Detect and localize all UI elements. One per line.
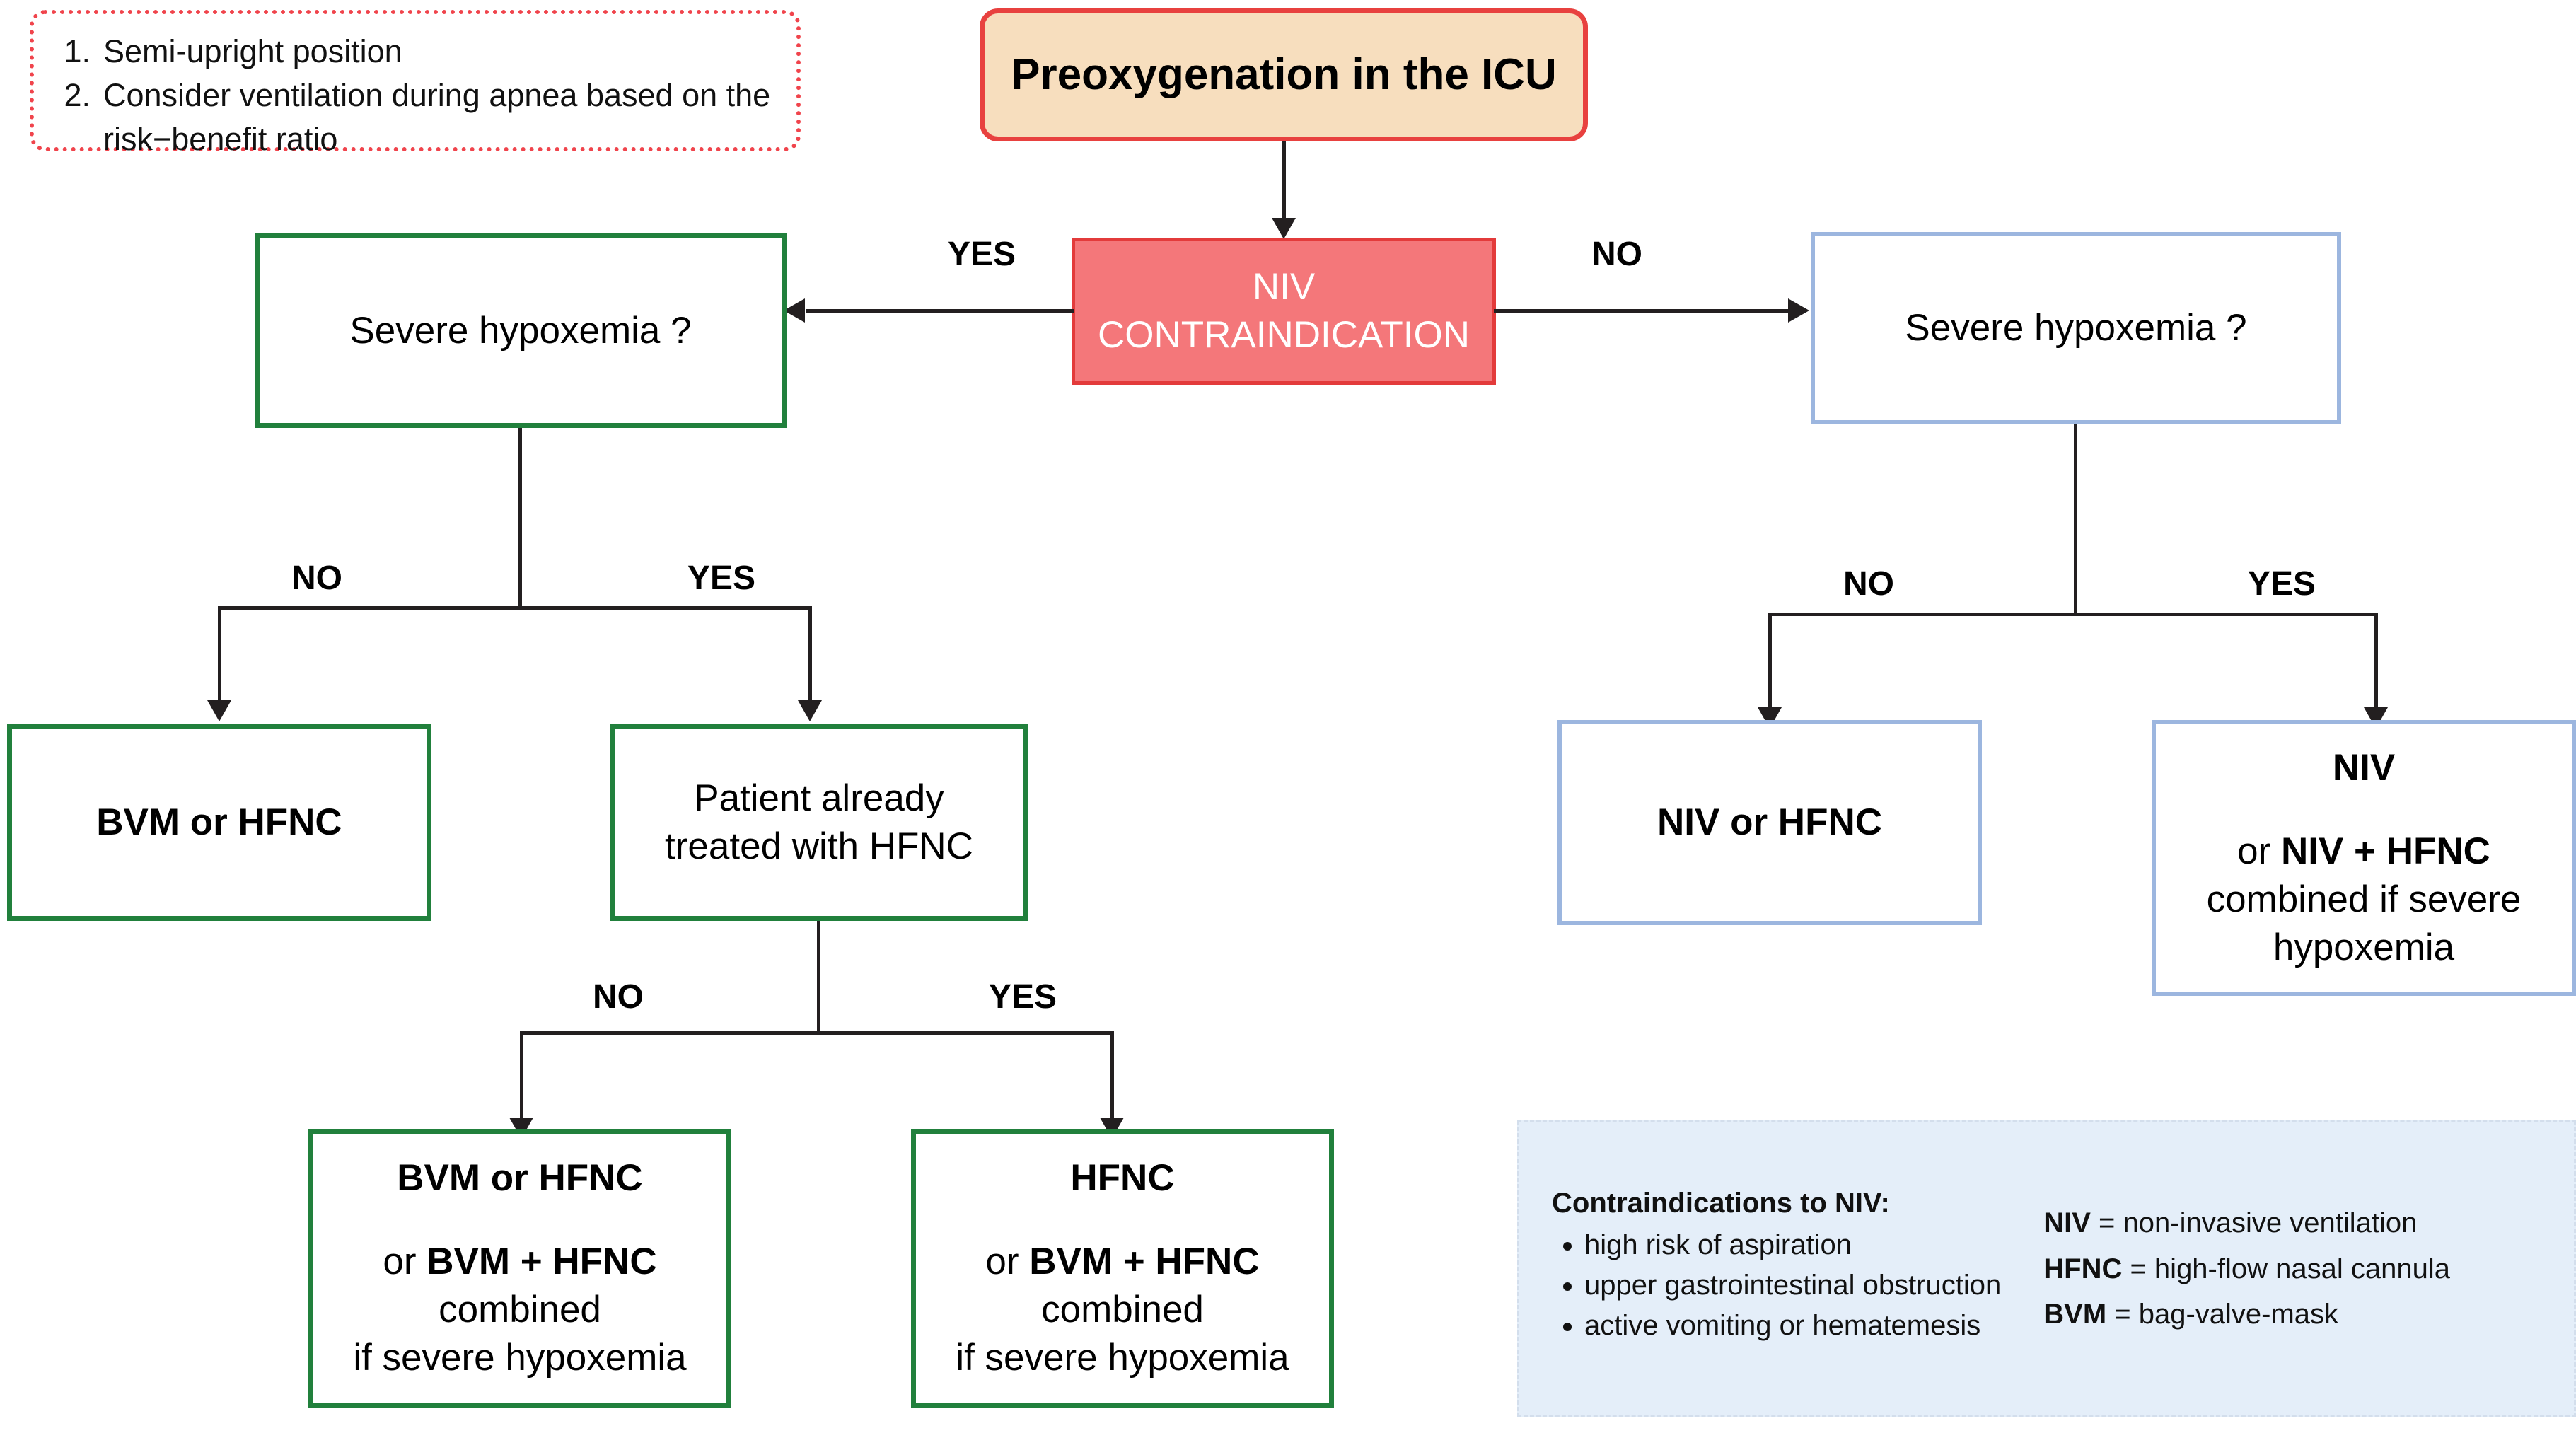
legend-box: Contraindications to NIV: high risk of a… — [1517, 1120, 2576, 1417]
edge-label-mid-yes: YES — [989, 978, 1057, 1016]
outcome-hfnc-combined: HFNC or BVM + HFNC combined if severe hy… — [911, 1129, 1334, 1408]
outcome-heading: HFNC — [1070, 1157, 1175, 1200]
abbreviation-key: NIV — [2043, 1207, 2091, 1238]
decision-severe-hypoxemia-right: Severe hypoxemia ? — [1811, 232, 2341, 424]
connector-left-yes-drop — [808, 606, 812, 705]
connector-title-to-niv — [1282, 141, 1286, 223]
patient-already-line-2: treated with HFNC — [665, 825, 973, 867]
outcome-or-line: or BVM + HFNC — [353, 1238, 686, 1286]
outcome-line-3: combined — [439, 1289, 601, 1331]
list-item: 1. Semi-upright position — [58, 30, 772, 74]
connector-left-no-drop — [218, 606, 221, 705]
list-item: active vomiting or hematemesis — [1584, 1310, 2001, 1342]
outcome-line-4: if severe hypoxemia — [956, 1337, 1289, 1379]
note-list: 1. Semi-upright position 2. Consider ven… — [58, 30, 772, 161]
edge-label-top-no: NO — [1591, 236, 1642, 273]
legend-abbreviations: NIV = non-invasive ventilation HFNC = hi… — [2043, 1200, 2450, 1338]
legend-contraindications: Contraindications to NIV: high risk of a… — [1552, 1188, 2001, 1350]
severe-hypoxemia-right-label: Severe hypoxemia ? — [1905, 307, 2247, 349]
connector-right-yes-drop — [2374, 613, 2378, 713]
list-item: upper gastrointestinal obstruction — [1584, 1270, 2001, 1301]
outcome-heading: NIV — [2332, 747, 2396, 789]
connector-niv-to-left — [806, 309, 1074, 313]
outcome-bvm-or-hfnc: BVM or HFNC — [7, 724, 431, 921]
arrow-left-icon — [784, 298, 805, 323]
outcome-line-4: if severe hypoxemia — [353, 1337, 687, 1379]
abbreviation-key: HFNC — [2043, 1253, 2123, 1284]
outcome-line-4: hypoxemia — [2273, 927, 2455, 968]
edge-label-right-yes: YES — [2248, 565, 2316, 603]
arrow-down-icon — [207, 700, 231, 721]
list-item: 2. Consider ventilation during apnea bas… — [58, 74, 772, 161]
outcome-combo: BVM + HFNC — [1029, 1241, 1260, 1283]
niv-or-hfnc-label: NIV or HFNC — [1657, 801, 1882, 844]
edge-label-left-no: NO — [291, 559, 342, 597]
abbreviation-row: NIV = non-invasive ventilation — [2043, 1200, 2450, 1246]
abbreviation-value: = non-invasive ventilation — [2090, 1207, 2418, 1238]
abbreviation-row: HFNC = high-flow nasal cannula — [2043, 1246, 2450, 1292]
title-label: Preoxygenation in the ICU — [1011, 50, 1557, 100]
connector-niv-to-right — [1494, 309, 1789, 313]
outcome-text-block: BVM or HFNC or BVM + HFNC combined if se… — [353, 1154, 686, 1382]
outcome-or-word: or — [985, 1241, 1030, 1283]
arrow-down-icon — [1272, 218, 1296, 239]
legend-title: Contraindications to NIV: — [1552, 1188, 1890, 1219]
bvm-or-hfnc-label: BVM or HFNC — [96, 801, 342, 844]
outcome-spacer — [956, 1202, 1289, 1238]
legend-contraindication-list: high risk of aspiration upper gastrointe… — [1552, 1229, 2001, 1342]
abbreviation-key: BVM — [2043, 1299, 2107, 1330]
connector-mid-stem — [817, 921, 820, 1034]
abbreviation-row: BVM = bag-valve-mask — [2043, 1292, 2450, 1338]
connector-left-split — [218, 606, 812, 610]
severe-hypoxemia-left-label: Severe hypoxemia ? — [349, 309, 692, 352]
niv-line-1: NIV — [1252, 266, 1316, 308]
outcome-or-word: or — [383, 1241, 427, 1283]
connector-right-split — [1768, 613, 2378, 616]
connector-left-stem — [518, 428, 522, 608]
connector-mid-split — [520, 1031, 1114, 1035]
connector-right-no-drop — [1768, 613, 1772, 713]
outcome-line-3: combined if severe — [2206, 878, 2522, 921]
connector-mid-yes-drop — [1110, 1031, 1114, 1122]
outcome-spacer — [353, 1202, 686, 1238]
outcome-niv-or-hfnc: NIV or HFNC — [1557, 720, 1982, 925]
outcome-line-3: combined — [1041, 1289, 1204, 1331]
arrow-down-icon — [798, 700, 822, 721]
connector-mid-no-drop — [520, 1031, 523, 1122]
edge-label-top-yes: YES — [948, 236, 1016, 273]
list-item: high risk of aspiration — [1584, 1229, 2001, 1261]
decision-patient-already-treated: Patient already treated with HFNC — [610, 724, 1028, 921]
note-item-text: Semi-upright position — [103, 33, 402, 69]
abbreviation-value: = high-flow nasal cannula — [2122, 1253, 2450, 1284]
outcome-or-line: or NIV + HFNC — [2207, 828, 2522, 876]
edge-label-mid-no: NO — [593, 978, 644, 1016]
connector-right-stem — [2074, 424, 2077, 615]
note-item-number: 1. — [64, 33, 91, 69]
outcome-heading: BVM or HFNC — [397, 1157, 643, 1200]
niv-line-2: CONTRAINDICATION — [1097, 314, 1470, 356]
outcome-or-word: or — [2237, 830, 2281, 873]
note-item-text: Consider ventilation during apnea based … — [103, 77, 771, 158]
decision-niv-contraindication: NIV CONTRAINDICATION — [1072, 238, 1496, 385]
page-title: Preoxygenation in the ICU — [980, 8, 1588, 141]
outcome-spacer — [2207, 792, 2522, 828]
abbreviation-value: = bag-valve-mask — [2106, 1299, 2339, 1330]
note-item-number: 2. — [64, 77, 91, 114]
edge-label-right-no: NO — [1843, 565, 1894, 603]
edge-label-left-yes: YES — [687, 559, 756, 597]
outcome-bvm-hfnc-combined: BVM or HFNC or BVM + HFNC combined if se… — [308, 1129, 731, 1408]
outcome-text-block: HFNC or BVM + HFNC combined if severe hy… — [956, 1154, 1289, 1382]
outcome-or-line: or BVM + HFNC — [956, 1238, 1289, 1286]
outcome-text-block: NIV or NIV + HFNC combined if severe hyp… — [2207, 744, 2522, 972]
patient-already-line-1: Patient already — [694, 777, 944, 820]
note-box: 1. Semi-upright position 2. Consider ven… — [30, 10, 801, 157]
outcome-niv-combined: NIV or NIV + HFNC combined if severe hyp… — [2152, 720, 2576, 996]
arrow-right-icon — [1788, 298, 1809, 323]
decision-severe-hypoxemia-left: Severe hypoxemia ? — [255, 233, 787, 428]
outcome-combo: NIV + HFNC — [2280, 830, 2490, 873]
outcome-combo: BVM + HFNC — [427, 1241, 657, 1283]
